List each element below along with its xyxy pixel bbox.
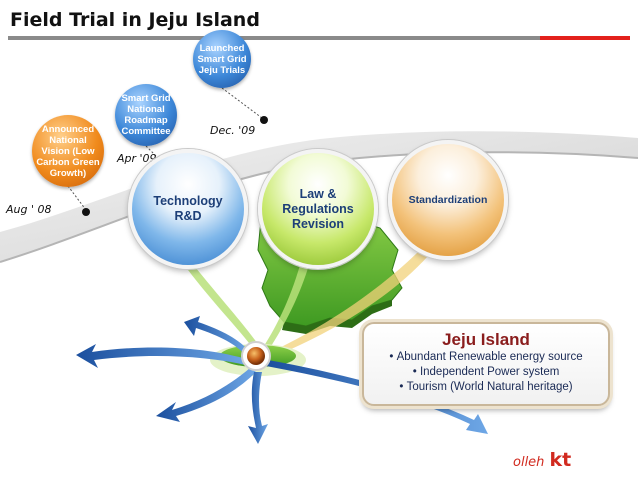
pin-dot-1 bbox=[82, 208, 90, 216]
logo-word-kt: kt bbox=[549, 449, 572, 471]
pillar-technology-rd: Technology R&D bbox=[128, 149, 248, 269]
milestone-label: Launched Smart Grid Jeju Trials bbox=[197, 42, 247, 76]
jeju-bullet: • Independent Power system bbox=[412, 366, 560, 378]
pin-dot-3 bbox=[260, 116, 268, 124]
jeju-title: Jeju Island bbox=[442, 330, 530, 349]
beam-mid bbox=[260, 265, 308, 354]
title-divider bbox=[8, 36, 540, 40]
pillar-label: Technology R&D bbox=[153, 194, 223, 223]
olleh-kt-logo: olleh kt bbox=[513, 449, 571, 471]
arrow-left bbox=[76, 344, 250, 368]
beam-left bbox=[182, 258, 262, 352]
pillar-label: Law & Regulations Revision bbox=[282, 186, 354, 231]
jeju-bullet: • Tourism (World Natural heritage) bbox=[399, 381, 573, 393]
milestone-date: Apr '09 bbox=[117, 152, 157, 165]
pin-line-3 bbox=[221, 87, 263, 119]
milestone-roadmap-committee: Smart Grid National Roadmap Committee bbox=[115, 84, 177, 146]
milestone-date: Aug ' 08 bbox=[6, 203, 52, 216]
milestone-jeju-trials: Launched Smart Grid Jeju Trials bbox=[193, 30, 251, 88]
pillar-standardization: Standardization bbox=[388, 140, 508, 260]
jeju-info-box: Jeju Island • Abundant Renewable energy … bbox=[362, 322, 610, 406]
pin-line-2 bbox=[145, 145, 159, 159]
arrow-right-down bbox=[266, 360, 488, 434]
logo-word-olleh: olleh bbox=[513, 455, 545, 470]
arrow-down bbox=[248, 372, 268, 444]
hub-core bbox=[247, 347, 265, 365]
jeju-bullet-text: Tourism (World Natural heritage) bbox=[406, 381, 573, 393]
milestone-date: Dec. '09 bbox=[210, 124, 256, 137]
jeju-bullet-text: Abundant Renewable energy source bbox=[396, 351, 583, 363]
title-divider-accent bbox=[540, 36, 630, 40]
jeju-bullet: • Abundant Renewable energy source bbox=[389, 351, 583, 363]
milestone-label: Announced National Vision (Low Carbon Gr… bbox=[36, 123, 100, 179]
arrow-up-left bbox=[184, 316, 250, 356]
milestone-national-vision: Announced National Vision (Low Carbon Gr… bbox=[32, 115, 104, 187]
pillar-law-regulations: Law & Regulations Revision bbox=[258, 149, 378, 269]
arrow-down-left bbox=[156, 368, 256, 422]
pin-line-1 bbox=[67, 185, 87, 211]
mainland-side bbox=[282, 300, 392, 334]
slide-title: Field Trial in Jeju Island bbox=[10, 9, 260, 31]
pillar-label: Standardization bbox=[408, 194, 488, 206]
milestone-label: Smart Grid National Roadmap Committee bbox=[121, 93, 171, 137]
jeju-bullet-text: Independent Power system bbox=[419, 366, 560, 378]
